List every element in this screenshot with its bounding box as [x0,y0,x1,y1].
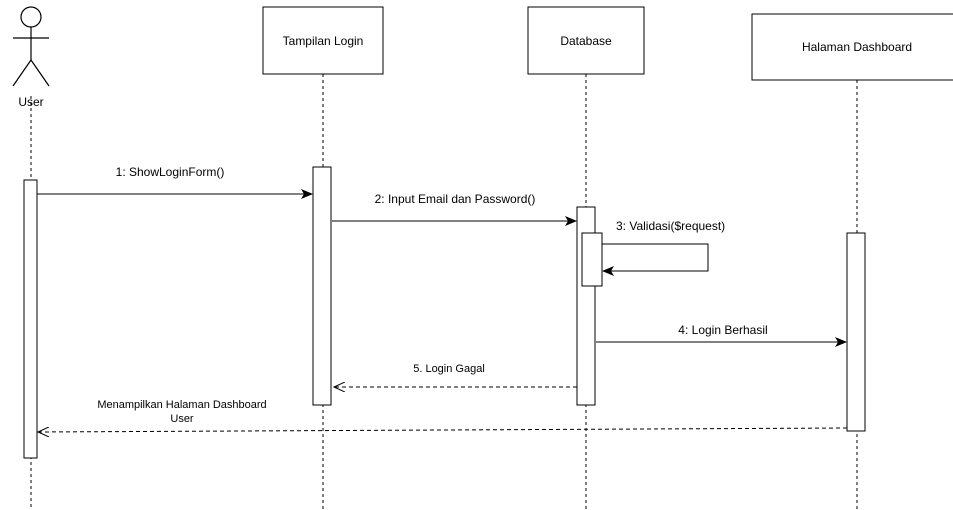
message-6-label-line1: Menampilkan Halaman Dashboard [97,399,266,411]
database-label: Database [560,34,612,48]
message-show-login-form: 1: ShowLoginForm() [37,165,313,199]
message-4-label: 4: Login Berhasil [678,323,767,337]
message-menampilkan-dashboard: Menampilkan Halaman Dashboard User [38,399,848,432]
message-3-label: 3: Validasi($request) [616,219,725,233]
message-6-label-line2: User [170,413,194,425]
actor-head [20,6,42,28]
user-activation [23,179,38,459]
message-validasi: 3: Validasi($request) [602,219,725,276]
message-input-email-password: 2: Input Email dan Password() [332,192,577,226]
message-1-label: 1: ShowLoginForm() [116,165,225,179]
message-2-label: 2: Input Email dan Password() [375,192,536,206]
tampilan-login-activation [312,166,332,406]
participant-database: Database [527,6,645,75]
message-5-label: 5. Login Gagal [413,363,485,375]
message-login-gagal: 5. Login Gagal [334,363,577,387]
participant-tampilan-login: Tampilan Login [262,6,384,75]
halaman-dashboard-label: Halaman Dashboard [802,40,912,54]
tampilan-login-label: Tampilan Login [283,34,364,48]
participant-halaman-dashboard: Halaman Dashboard [751,13,953,81]
halaman-dashboard-activation [846,232,866,432]
message-login-berhasil: 4: Login Berhasil [596,323,847,347]
user-actor: User [12,6,50,109]
database-self-activation [581,232,603,287]
